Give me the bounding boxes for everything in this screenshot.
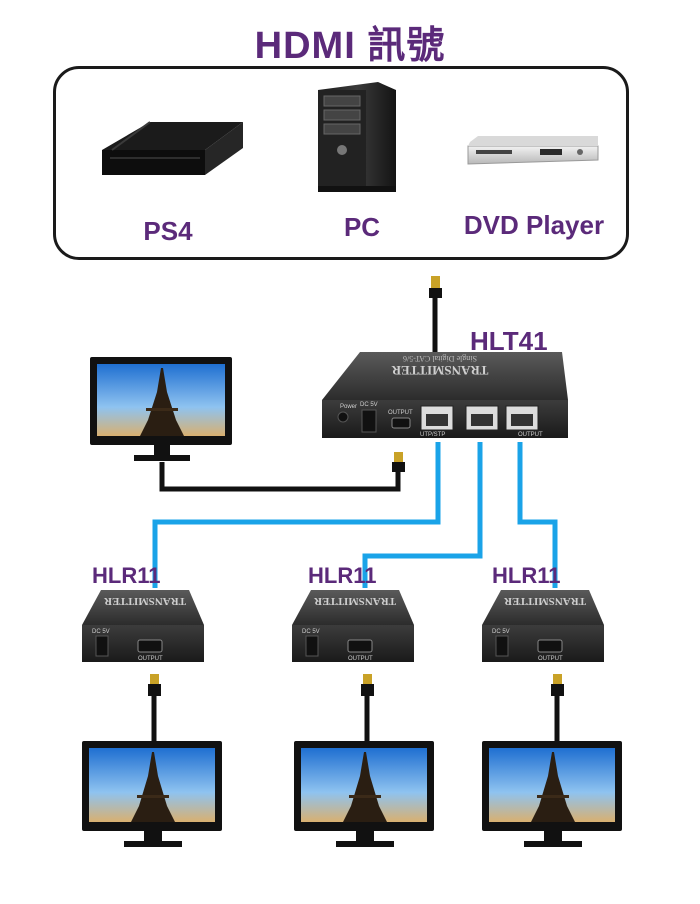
source-label-dvd-player: DVD Player <box>463 210 605 240</box>
transmitter-port-output: OUTPUT <box>388 410 413 416</box>
receiver-2-port-dc: DC 5V <box>302 629 320 635</box>
cat-cable-2 <box>362 442 483 588</box>
receiver-2-case-text: TRANSMITTER <box>313 595 396 607</box>
cat-cable-1 <box>152 442 441 588</box>
receiver-box-2 <box>292 590 414 662</box>
monitor-icon-2 <box>294 741 434 847</box>
receiver-box-1 <box>82 590 204 662</box>
receiver-2-model-label: HLR11 <box>308 563 377 588</box>
receiver-3-model-label: HLR11 <box>492 563 561 588</box>
dvd-player-icon <box>467 136 599 165</box>
diagram-title: HDMI 訊號 <box>254 25 446 67</box>
transmitter-case-text: TRANSMITTER <box>391 363 488 378</box>
hdmi-output-cable-2 <box>361 674 374 742</box>
receiver-box-3 <box>482 590 604 662</box>
hdmi-input-cable <box>429 276 442 352</box>
transmitter-port-output-2: OUTPUT <box>518 432 543 438</box>
receiver-1-model-label: HLR11 <box>92 563 161 588</box>
cat-cable-3 <box>517 442 558 588</box>
hdmi-output-cable-1 <box>148 674 161 742</box>
receiver-1-port-dc: DC 5V <box>92 629 110 635</box>
local-monitor-icon <box>90 357 232 461</box>
receiver-1-case-text: TRANSMITTER <box>103 595 186 607</box>
receiver-1-port-output: OUTPUT <box>138 656 163 662</box>
ps4-console-icon <box>102 121 243 175</box>
transmitter-sub-text: Single Digital CAT-5/6 <box>403 354 477 363</box>
receiver-3-port-dc: DC 5V <box>492 629 510 635</box>
transmitter-model-label: HLT41 <box>470 326 548 356</box>
hdmi-local-monitor-cable <box>159 452 405 492</box>
transmitter-port-dc: DC 5V <box>360 402 378 408</box>
source-label-pc: PC <box>343 212 381 242</box>
receiver-3-case-text: TRANSMITTER <box>503 595 586 607</box>
source-label-ps4: PS4 <box>143 216 193 246</box>
monitor-icon-3 <box>482 741 622 847</box>
receiver-3-port-output: OUTPUT <box>538 656 563 662</box>
transmitter-port-power: Power <box>340 404 357 410</box>
transmitter-port-utp: UTP/STP <box>420 432 445 438</box>
receiver-2-port-output: OUTPUT <box>348 656 373 662</box>
pc-tower-icon <box>318 82 396 192</box>
monitor-icon-1 <box>82 741 222 847</box>
transmitter-box <box>322 352 568 438</box>
source-devices-panel <box>53 66 629 260</box>
hdmi-output-cable-3 <box>551 674 564 742</box>
